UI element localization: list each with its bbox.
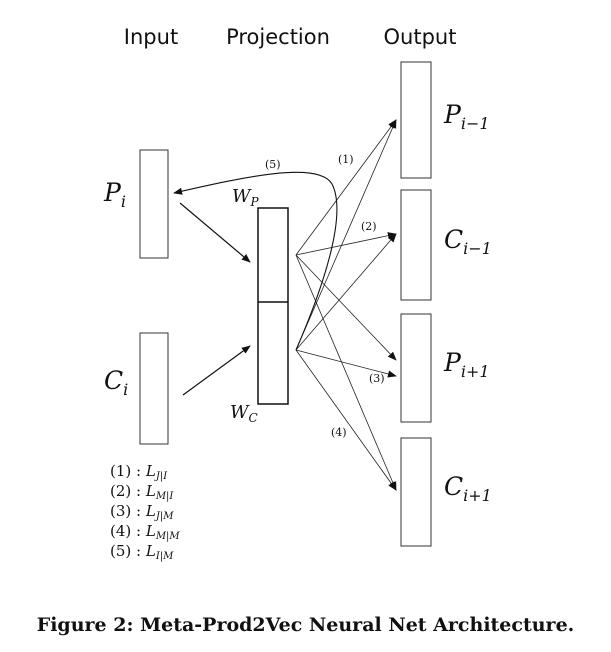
legend-item-5: (5) : LI|M [110, 542, 174, 562]
input-label-product: Pi [103, 178, 126, 211]
edge-bottom-to-prev-product [295, 119, 397, 351]
projection-layer [257, 207, 289, 405]
output-node-prev-category [400, 189, 432, 301]
figure-caption: Figure 2: Meta-Prod2Vec Neural Net Archi… [36, 614, 575, 636]
projection-weight-category: WC [230, 402, 258, 425]
output-node-prev-product [400, 61, 432, 179]
legend-item-4: (4) : LM|M [110, 522, 180, 542]
input-product-to-projection-arrow [179, 202, 251, 263]
input-node-product [139, 149, 169, 259]
edge-label-2: (2) [361, 220, 377, 233]
input-category-to-projection-arrow [182, 345, 251, 396]
edge-top-to-next-product [295, 254, 397, 361]
edge-top-to-next-category [295, 254, 397, 491]
edge-label-4: (4) [331, 426, 347, 439]
edge-top-to-prev-category [295, 232, 397, 256]
output-header: Output [384, 25, 457, 49]
legend-item-1: (1) : LJ|I [110, 462, 168, 482]
output-node-next-product [400, 313, 432, 423]
edge-5-curve-to-input [173, 171, 338, 351]
loss-legend: (1) : LJ|I (2) : LM|I (3) : LJ|M (4) : L… [110, 462, 180, 562]
output-label-prev-product: Pi−1 [443, 100, 490, 133]
edge-bottom-to-prev-category [295, 233, 397, 351]
architecture-diagram: Input Projection Output Pi Ci WP WC Pi−1… [103, 25, 492, 562]
projection-weight-product: WP [232, 186, 260, 209]
output-label-prev-category: Ci−1 [444, 225, 492, 258]
edge-top-to-prev-product [295, 119, 397, 256]
edge-label-5: (5) [265, 158, 281, 171]
input-label-category: Ci [104, 366, 128, 399]
edge-label-3: (3) [369, 372, 385, 385]
output-node-next-category [400, 437, 432, 547]
output-label-next-product: Pi+1 [443, 348, 490, 381]
input-node-category [139, 332, 169, 445]
output-label-next-category: Ci+1 [444, 472, 492, 505]
input-header: Input [124, 25, 178, 49]
edge-bottom-to-next-product [295, 349, 397, 378]
edge-label-1: (1) [338, 153, 354, 166]
edge-bottom-to-next-category [295, 349, 397, 491]
legend-item-2: (2) : LM|I [110, 482, 174, 502]
projection-header: Projection [226, 25, 330, 49]
legend-item-3: (3) : LJ|M [110, 502, 174, 522]
